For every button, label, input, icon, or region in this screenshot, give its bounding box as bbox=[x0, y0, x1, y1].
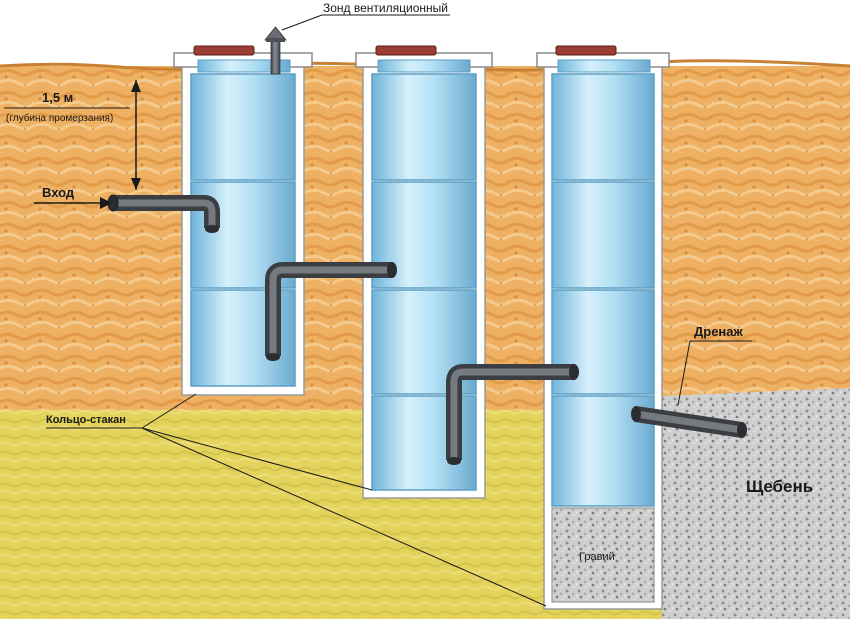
hatch-cover-icon bbox=[193, 45, 255, 56]
ring-cup-leaders bbox=[46, 393, 547, 607]
drainage-label: Дренаж bbox=[694, 324, 744, 339]
depth-note-label: (глубина промерзания) bbox=[6, 112, 113, 124]
depth-dimension bbox=[4, 80, 141, 190]
inlet-label: Вход bbox=[42, 185, 75, 200]
hatch-cover-icon bbox=[375, 45, 437, 56]
crushed-stone-zone bbox=[662, 388, 850, 619]
well-1 bbox=[173, 45, 313, 396]
inlet-pipe bbox=[107, 194, 220, 233]
hatch-cover-icon bbox=[555, 45, 617, 56]
drainage-pipe bbox=[631, 406, 747, 438]
gravel-label: Гравий bbox=[579, 551, 615, 563]
vent-leader-line bbox=[281, 14, 323, 31]
well-3 bbox=[536, 45, 670, 610]
depth-value-label: 1,5 м bbox=[42, 90, 73, 105]
arrow-right-icon bbox=[34, 197, 112, 209]
well-2-neck bbox=[377, 59, 471, 73]
ring-cup-label: Кольцо-стакан bbox=[46, 414, 126, 426]
well-1-ring-1 bbox=[190, 73, 296, 181]
well-2-ring-1 bbox=[371, 73, 477, 181]
vent-cap-icon bbox=[264, 26, 287, 75]
well-1-neck bbox=[197, 59, 291, 73]
drainage-leader-pointer bbox=[677, 340, 691, 406]
transfer-pipe-2-3 bbox=[446, 364, 579, 465]
well-3-ring-1 bbox=[551, 73, 655, 181]
vent-probe-label: Зонд вентиляционный bbox=[323, 1, 448, 15]
well-2 bbox=[355, 45, 493, 499]
crushed-stone-label: Щебень bbox=[746, 477, 813, 496]
gravel-fill bbox=[551, 507, 655, 603]
well-3-neck bbox=[557, 59, 651, 73]
transfer-pipe-1-2 bbox=[265, 262, 397, 361]
well-3-ring-2 bbox=[551, 181, 655, 289]
